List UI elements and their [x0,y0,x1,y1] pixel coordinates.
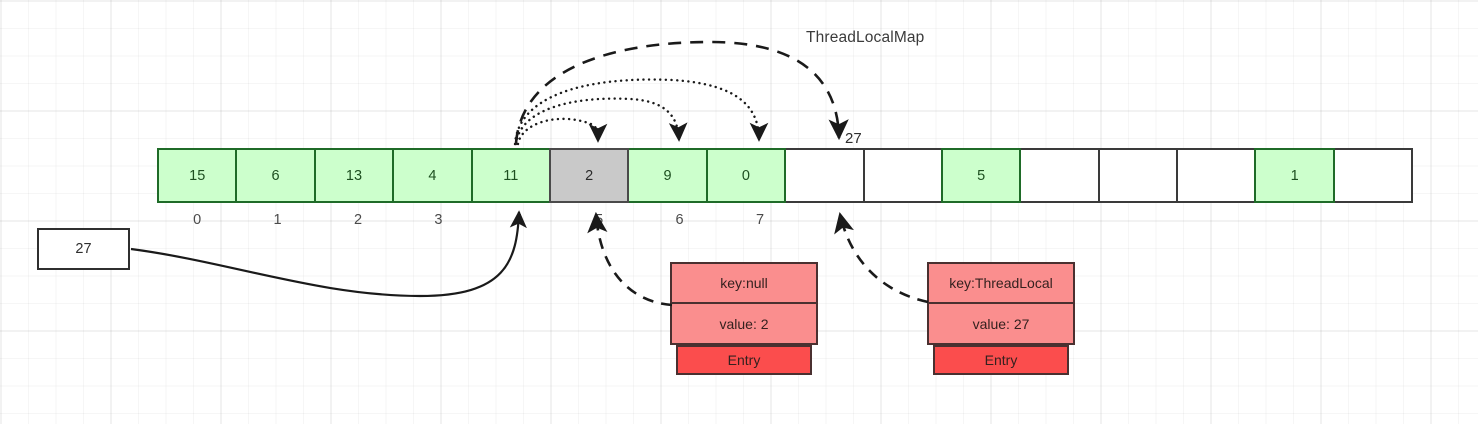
array-cell-value: 15 [189,167,206,184]
entry-threadlocal-to-cell8 [834,211,929,304]
entry-key-text: key:ThreadLocal [949,275,1053,291]
array-cell-value: 6 [271,167,280,184]
array-cell [1176,148,1257,203]
entry-value-text: value: 2 [719,315,769,332]
entry-footer-text: Entry [984,352,1018,368]
array-cell: 11 [470,148,551,203]
array-cell [1097,148,1179,203]
array-cell: 13 [313,148,395,203]
entry-footer: Entry [676,345,812,375]
entry-footer-text: Entry [727,352,761,368]
entry-footer: Entry [933,345,1069,375]
array-cell [1019,148,1100,203]
probe-arc-to-cell6 [514,97,688,146]
array-cell-value: 5 [977,167,986,184]
array-index-label: 4 [514,212,523,228]
array-cell [862,148,943,203]
array-cell-value: 11 [503,167,519,184]
entry-key-text: key:null [720,275,768,291]
array-cell-value: 1 [1290,167,1299,184]
entry-value-text: value: 27 [972,315,1030,332]
array-cell-value: 2 [585,167,594,184]
array-cell: 4 [392,148,473,203]
array-cell: 5 [940,148,1022,203]
array-cell: 0 [705,148,787,203]
entry-key-field: key:null [670,262,818,303]
array-cell-value: 9 [663,167,672,184]
array-index-label: 6 [675,212,684,228]
array-cell [784,148,865,203]
entry-key-field: key:ThreadLocal [927,262,1075,303]
entry-value-field: value: 27 [927,303,1075,345]
array-cell-value: 13 [345,167,363,184]
array-cell-value: 4 [428,167,437,184]
array-index-label: 0 [193,212,202,228]
array-cell [1332,148,1414,203]
probe-arc-to-cell7 [513,78,769,146]
array-cell: 15 [157,148,238,203]
input-value-box: 27 [37,228,130,270]
array-index-label: 2 [353,212,363,228]
threadlocalmap-array: 15 6 13 4 11 2 9 0 5 1 [157,148,1414,203]
array-cell-value: 0 [741,167,750,184]
entry-card-null: key:null value: 2 Entry [670,262,818,375]
probe-arc-to-cell5 [516,117,608,146]
arc-target-label: 27 [845,130,862,147]
array-cell: 1 [1254,148,1335,203]
array-cell: 9 [627,148,708,203]
insert-arc-to-cell8 [514,40,849,144]
array-index-label: 1 [273,212,282,228]
input-value-text: 27 [75,241,92,257]
page-title: ThreadLocalMap [806,29,925,46]
array-cell: 2 [548,148,630,203]
array-cell: 6 [235,148,316,203]
array-index-label: 5 [595,212,604,228]
entry-value-field: value: 2 [670,303,818,345]
entry-card-threadlocal: key:ThreadLocal value: 27 Entry [927,262,1075,375]
array-index-label: 3 [434,212,443,228]
array-index-label: 7 [755,212,765,228]
